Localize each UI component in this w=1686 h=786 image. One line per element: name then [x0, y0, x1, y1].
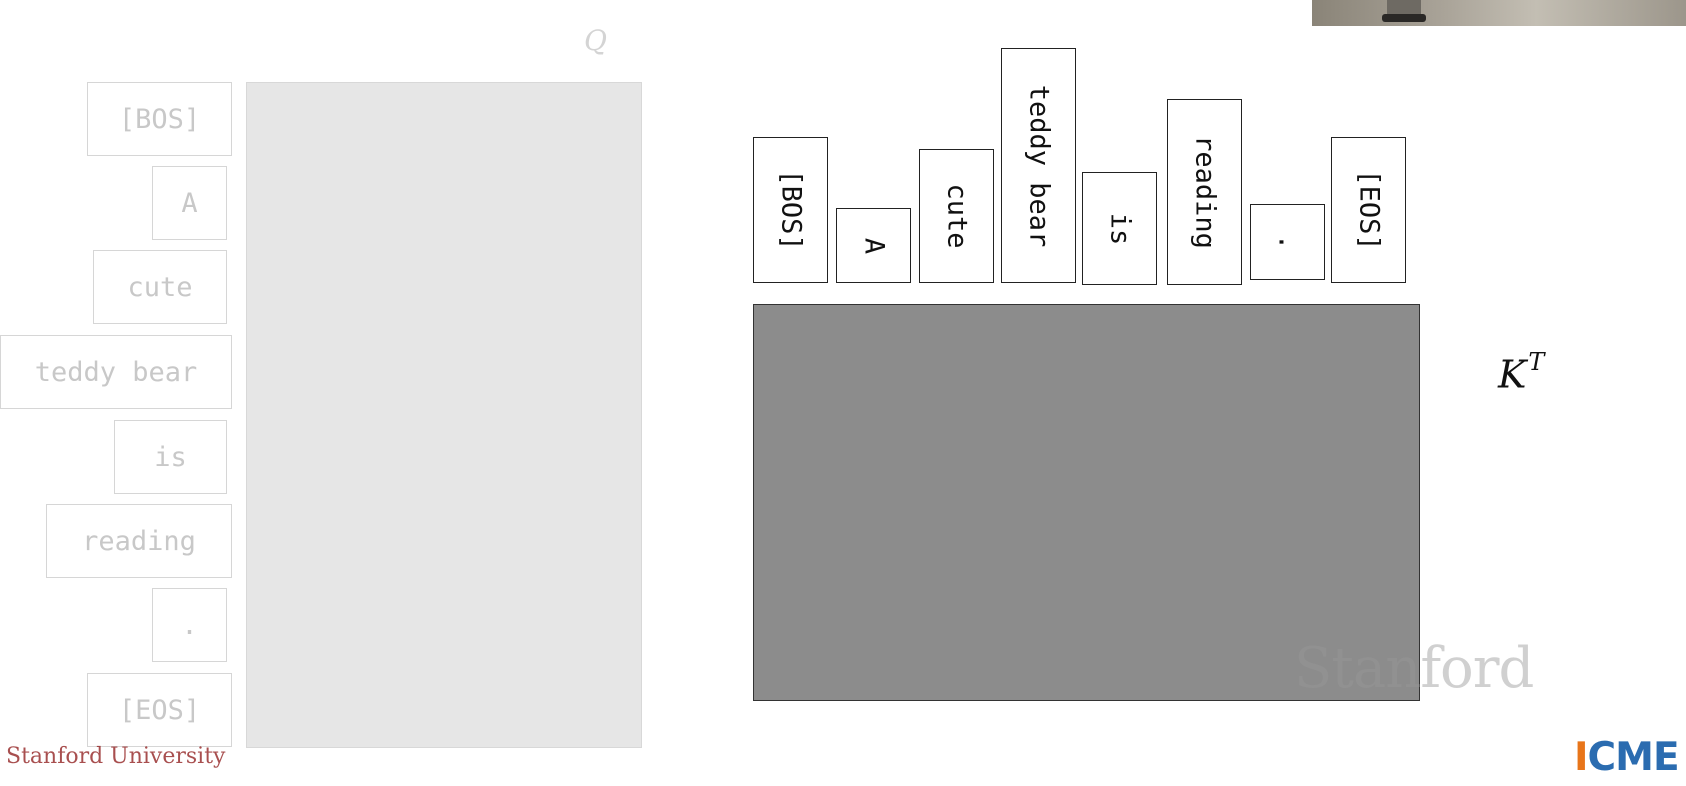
k-token-teddy-bear: teddy bear	[1001, 48, 1076, 283]
icme-logo-letter: E	[1652, 735, 1680, 780]
speaker-feet	[1382, 14, 1426, 22]
k-token-cute: cute	[919, 149, 994, 283]
stanford-watermark: Stanford	[1294, 636, 1534, 701]
k-token-eos-text: [EOS]	[1353, 169, 1384, 251]
q-token-eos: [EOS]	[87, 673, 232, 747]
k-token-eos: [EOS]	[1331, 137, 1406, 283]
stanford-university-label: Stanford University	[6, 744, 226, 769]
k-token-a: A	[836, 208, 911, 283]
icme-logo-letter: I	[1574, 735, 1588, 780]
k-token-period: .	[1250, 204, 1325, 280]
k-token-teddy-bear-text: teddy bear	[1023, 84, 1054, 247]
k-token-reading: reading	[1167, 99, 1242, 285]
camera-feed-thumbnail	[1312, 0, 1686, 26]
q-token-period: .	[152, 588, 227, 662]
q-token-cute: cute	[93, 250, 227, 324]
k-token-bos-text: [BOS]	[775, 169, 806, 251]
k-token-reading-text: reading	[1189, 135, 1220, 249]
q-token-teddy-bear: teddy bear	[0, 335, 232, 409]
k-token-period-text: .	[1272, 233, 1303, 251]
q-token-a: A	[152, 166, 227, 240]
q-token-bos: [BOS]	[87, 82, 232, 156]
k-token-cute-text: cute	[941, 183, 972, 249]
q-token-is: is	[114, 420, 227, 494]
icme-logo-letter: M	[1615, 735, 1654, 780]
k-label-base: K	[1498, 352, 1527, 397]
q-matrix	[246, 82, 642, 748]
icme-logo-letter: C	[1587, 735, 1617, 780]
k-token-a-text: A	[858, 237, 889, 254]
k-label-transpose: T	[1528, 348, 1545, 376]
k-transpose-matrix	[753, 304, 1420, 701]
k-token-is-text: is	[1104, 212, 1135, 245]
k-transpose-label: KT	[1498, 348, 1544, 397]
k-token-bos: [BOS]	[753, 137, 828, 283]
q-matrix-label: Q	[584, 24, 607, 57]
q-token-reading: reading	[46, 504, 232, 578]
k-token-is: is	[1082, 172, 1157, 285]
